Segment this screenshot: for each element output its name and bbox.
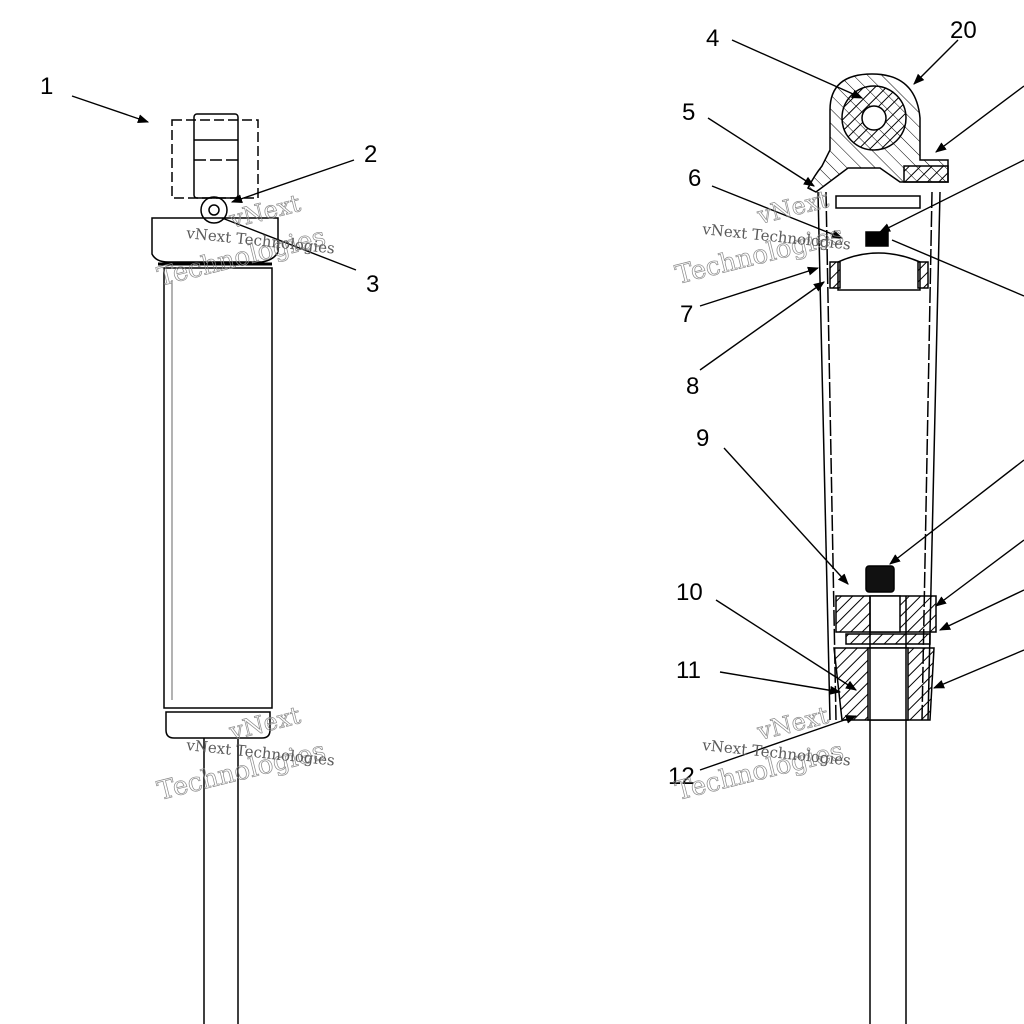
callout-11: 11: [676, 657, 701, 684]
callout-8: 8: [686, 373, 699, 400]
callout-4: 4: [706, 25, 719, 52]
callout-2: 2: [364, 141, 377, 168]
valve-fitting: [200, 196, 228, 224]
watermark-group-2: vNext Technologies vNext Technologies: [672, 185, 852, 291]
eyelet-outline: [171, 119, 259, 199]
callout-7: 7: [680, 301, 693, 328]
callout-9: 9: [696, 425, 709, 452]
callout-1: 1: [40, 73, 53, 100]
piston-nut: [865, 565, 895, 593]
callout-10: 10: [676, 579, 703, 606]
callout-5: 5: [682, 99, 695, 126]
body-cap: [151, 217, 279, 263]
watermark-vnext: vNext: [754, 701, 832, 746]
floating-piston: [837, 252, 921, 291]
watermark-group-4: vNext Technologies vNext Technologies: [672, 701, 852, 807]
leader-lines: [71, 39, 1024, 771]
shock-body: [163, 267, 273, 709]
watermark-vnext: vNext: [754, 185, 832, 230]
watermark-group-1: vNext Technologies vNext Technologies: [154, 189, 336, 293]
exterior-view: [151, 113, 279, 1024]
eyelet-bushing: [193, 113, 239, 199]
callout-12: 12: [668, 763, 695, 790]
side-valve-section: [903, 165, 949, 183]
watermark-group-3: vNext Technologies vNext Technologies: [154, 701, 336, 807]
callout-20: 20: [950, 17, 977, 44]
section-view: [806, 73, 949, 1024]
callout-6: 6: [688, 165, 701, 192]
body-bottom-seal: [165, 711, 271, 739]
callout-3: 3: [366, 271, 379, 298]
tube-wall-left: [817, 191, 831, 721]
callout-labels: 1 2 3 4 20 5 6 7 8 9 10 11 12: [40, 17, 977, 790]
